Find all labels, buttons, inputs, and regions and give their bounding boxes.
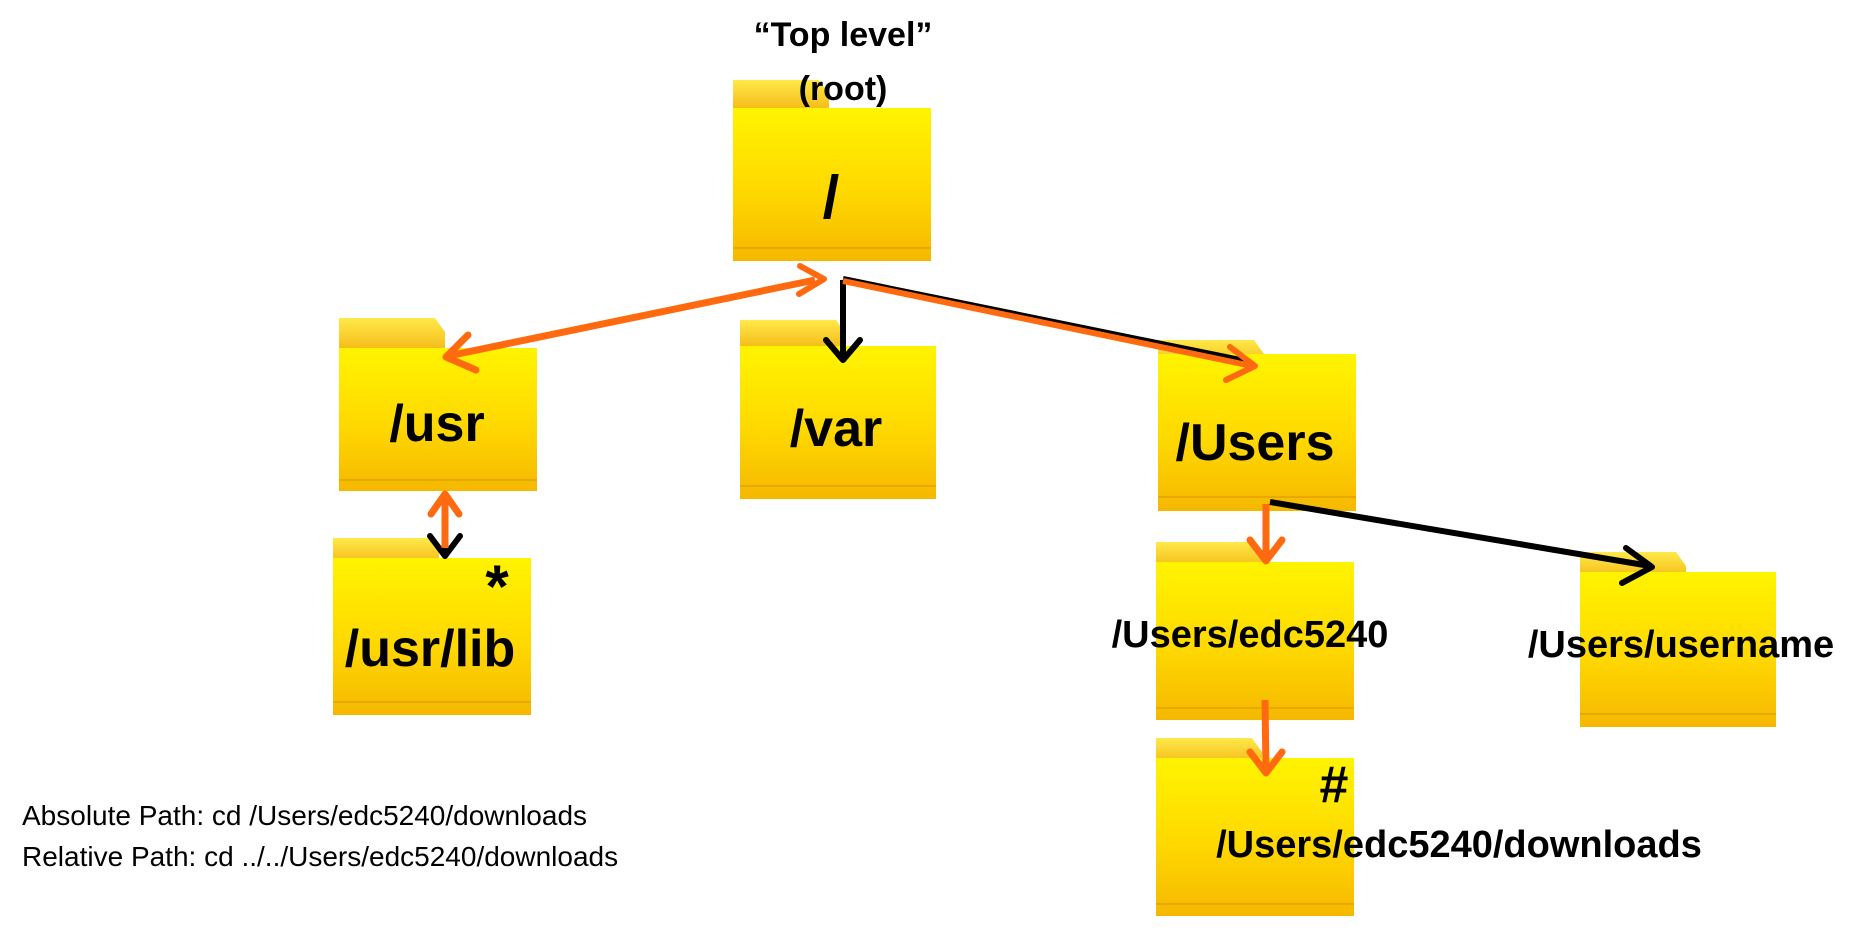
folder-label-edc5240: /Users/edc5240 [1112, 614, 1389, 656]
root-caption-line1: “Top level” [754, 16, 933, 54]
arrow-users-to-edc5240 [1246, 504, 1286, 565]
folder-usr-lib [333, 538, 531, 715]
relative-path-text: Relative Path: cd ../../Users/edc5240/do… [22, 841, 618, 872]
folder-root [733, 80, 931, 261]
folder-label-usr: /usr [389, 395, 484, 453]
folder-usr [339, 318, 537, 491]
arrow-root-to-users [842, 278, 1258, 383]
arrow-usr-lib-to-usr [427, 490, 463, 548]
folder-label-username: /Users/username [1528, 624, 1834, 666]
folder-icon [333, 538, 439, 562]
folder-label-usr-lib: /usr/lib [345, 620, 515, 678]
arrow-root-to-usr [442, 263, 827, 374]
absolute-path-text: Absolute Path: cd /Users/edc5240/downloa… [22, 800, 587, 831]
folder-icon [733, 80, 829, 108]
folder-icon [339, 318, 445, 348]
folder-label-root: / [823, 164, 840, 231]
marker-downloads: # [1320, 756, 1349, 814]
folder-body [1580, 572, 1776, 727]
root-caption-line2: (root) [799, 70, 888, 108]
folder-edc5240 [1156, 542, 1354, 720]
folder-body [1156, 758, 1354, 916]
folder-body [1158, 354, 1356, 511]
arrow-edc5240-to-downloads [1246, 699, 1286, 777]
folder-var [740, 320, 936, 499]
folder-icon [1156, 738, 1262, 762]
folder-label-users: /Users [1176, 414, 1335, 472]
folder-body [740, 346, 936, 499]
folder-body [1156, 562, 1354, 720]
folder-downloads [1156, 738, 1354, 916]
folder-body [339, 348, 537, 491]
folder-label-downloads: /Users/edc5240/downloads [1216, 824, 1702, 866]
folder-label-var: /var [790, 400, 883, 458]
folder-body [333, 558, 531, 715]
folder-icon [740, 320, 846, 346]
arrow-users-to-username [1269, 499, 1655, 586]
marker-usr-lib: * [485, 553, 509, 620]
folder-body [733, 108, 931, 261]
folder-icon [1156, 542, 1262, 566]
folder-username [1580, 552, 1776, 727]
arrow-root-to-var [823, 280, 863, 363]
